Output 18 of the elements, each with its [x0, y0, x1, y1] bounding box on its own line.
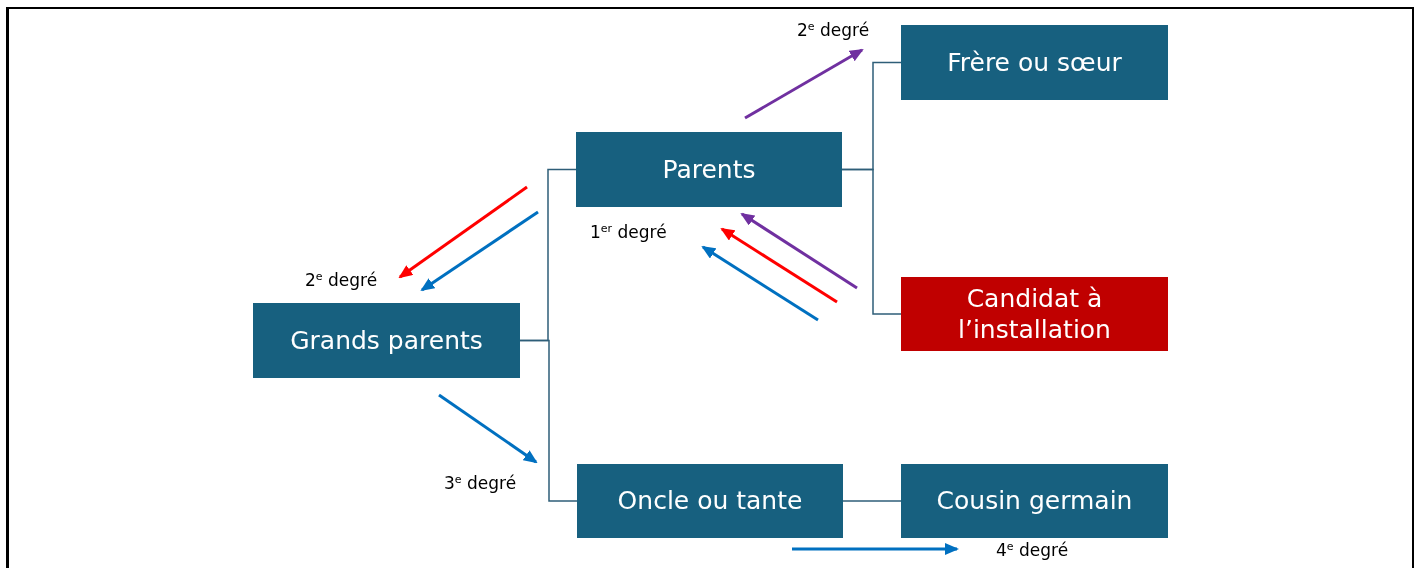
box-text: Frère ou sœur — [947, 46, 1122, 79]
person-box — [901, 464, 1168, 538]
box-text: Candidat à l’installation — [957, 282, 1112, 346]
person-box — [901, 25, 1168, 100]
connector-line — [841, 168, 902, 315]
person-box — [901, 277, 1168, 351]
box-text: Cousin germain — [936, 485, 1133, 517]
box-text: Oncle ou tante — [617, 485, 803, 517]
person-box — [577, 464, 843, 538]
degree-label: 2$^{e}$ degré — [797, 20, 870, 40]
degree-label: 3$^{e}$ degré — [444, 473, 517, 493]
box-text: Grands parents — [290, 324, 483, 357]
person-box — [576, 132, 842, 207]
connector-line — [842, 500, 902, 502]
box-text: Parents — [662, 153, 756, 186]
connector-line — [519, 339, 578, 502]
degree-label: 1$^{er}$ degré — [590, 222, 667, 242]
person-box — [253, 303, 520, 378]
